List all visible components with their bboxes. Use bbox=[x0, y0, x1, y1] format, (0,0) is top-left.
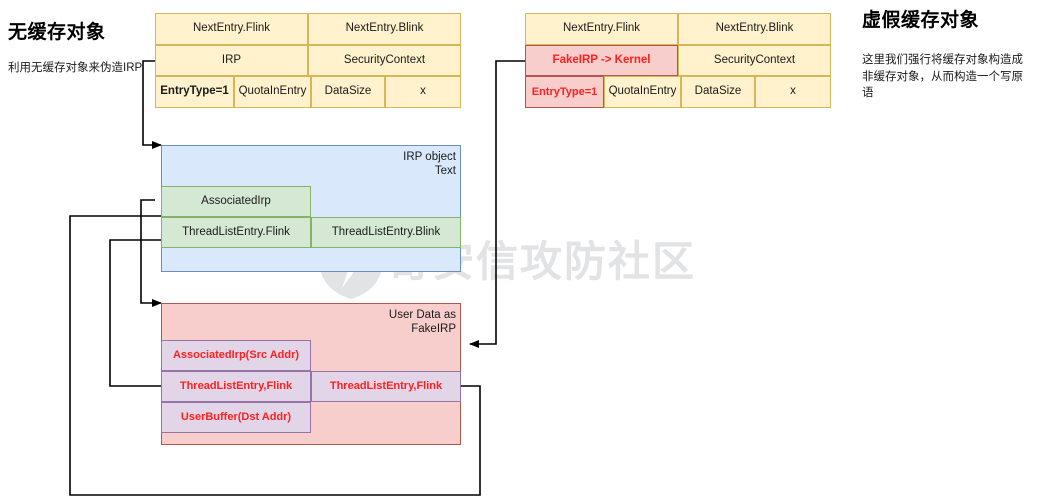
cell-x-right: x bbox=[755, 76, 831, 108]
cell-quotainentry-right: QuotaInEntry bbox=[604, 76, 681, 108]
irp-object-label: IRP object Text bbox=[403, 151, 456, 178]
cell-entrytype-left: EntryType=1 bbox=[155, 76, 234, 108]
field-associatedirp-src-addr: AssociatedIrp(Src Addr) bbox=[161, 340, 311, 371]
connector-irp-to-irpobject bbox=[142, 60, 162, 149]
non-cached-pool-header-table: NextEntry.Flink NextEntry.Blink IRP Secu… bbox=[155, 13, 461, 108]
cell-irp: IRP bbox=[155, 45, 308, 76]
cell-quotainentry-left: QuotaInEntry bbox=[234, 76, 311, 108]
cell-fakeirp-kernel: FakeIRP -> Kernel bbox=[525, 45, 678, 76]
cell-nextentry-flink-left: NextEntry.Flink bbox=[155, 13, 308, 45]
field-threadlistentry-flink: ThreadListEntry.Flink bbox=[161, 217, 311, 248]
cell-nextentry-blink-right: NextEntry.Blink bbox=[678, 13, 831, 45]
irp-object-box: IRP object Text bbox=[161, 145, 461, 272]
field-threadlistentry-flink-left: ThreadListEntry,Flink bbox=[161, 371, 311, 402]
cell-entrytype-right: EntryType=1 bbox=[525, 76, 604, 108]
field-threadlistentry-blink: ThreadListEntry.Blink bbox=[311, 217, 461, 248]
cell-datasize-left: DataSize bbox=[311, 76, 385, 108]
right-panel-heading: 虚假缓存对象 bbox=[862, 10, 980, 31]
fake-cached-pool-header-table: NextEntry.Flink NextEntry.Blink FakeIRP … bbox=[525, 13, 831, 108]
cell-securitycontext-left: SecurityContext bbox=[308, 45, 461, 76]
cell-securitycontext-right: SecurityContext bbox=[678, 45, 831, 76]
cell-nextentry-blink-left: NextEntry.Blink bbox=[308, 13, 461, 45]
connector-associatedirp-to-userdata bbox=[140, 199, 162, 307]
user-data-label: User Data as FakeIRP bbox=[388, 309, 456, 336]
left-panel-description: 利用无缓存对象来伪造IRP bbox=[8, 62, 143, 74]
connector-threadlist-loop bbox=[109, 236, 171, 387]
right-panel-description: 这里我们强行将缓存对象构造成非缓存对象，从而构造一个写原语 bbox=[862, 54, 1023, 100]
left-panel-heading: 无缓存对象 bbox=[8, 22, 106, 43]
field-associatedirp: AssociatedIrp bbox=[161, 186, 311, 217]
cell-datasize-right: DataSize bbox=[681, 76, 755, 108]
connector-fakeirp-to-userdata bbox=[469, 60, 525, 348]
cell-nextentry-flink-right: NextEntry.Flink bbox=[525, 13, 678, 45]
connector-userdata-flink-loop bbox=[69, 212, 481, 496]
field-userbuffer-dst-addr: UserBuffer(Dst Addr) bbox=[161, 402, 311, 433]
field-threadlistentry-flink-right: ThreadListEntry,Flink bbox=[311, 371, 461, 402]
cell-x-left: x bbox=[385, 76, 461, 108]
